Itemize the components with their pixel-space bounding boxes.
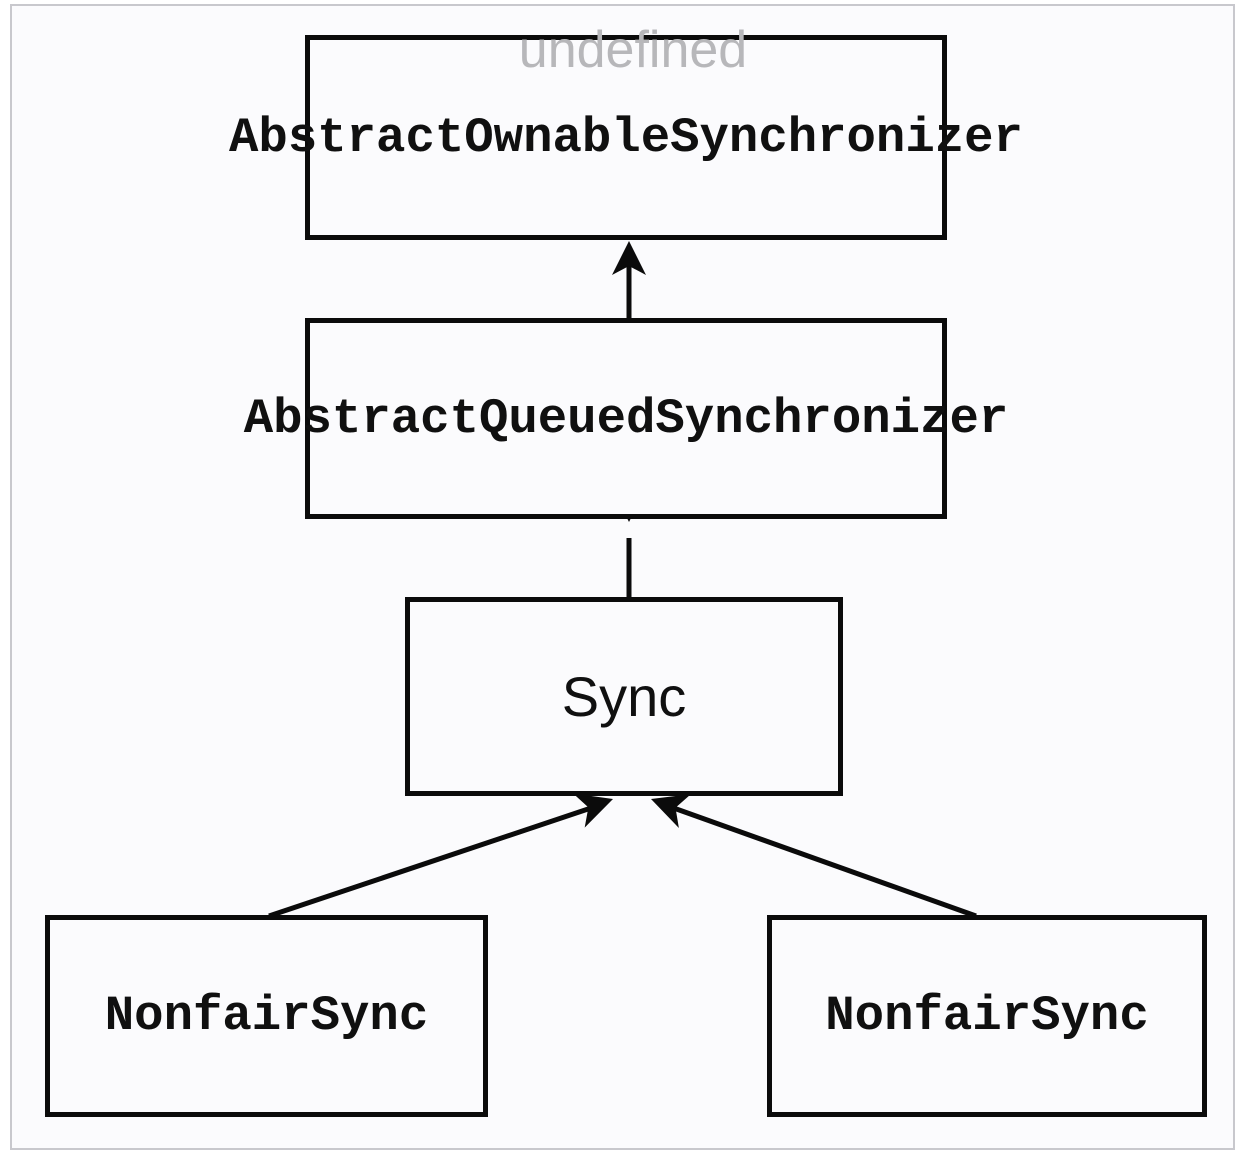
watermark-text: undefined xyxy=(518,21,748,79)
class-box-nonfair-sync-left: NonfairSync xyxy=(45,915,488,1117)
class-label: Sync xyxy=(561,665,687,728)
class-box-abstract-queued-synchronizer: AbstractQueuedSynchronizer xyxy=(244,318,1008,519)
class-label: NonfairSync xyxy=(104,988,429,1044)
edge-nonfairsync-right-to-sync xyxy=(651,794,977,919)
edge-aqs-to-aos xyxy=(612,241,646,318)
class-label: AbstractOwnableSynchronizer xyxy=(229,109,1023,166)
class-label: AbstractQueuedSynchronizer xyxy=(243,390,1009,447)
class-box-sync: Sync xyxy=(405,597,843,796)
class-box-abstract-ownable-synchronizer: AbstractOwnableSynchronizer xyxy=(229,35,1023,240)
edge-nonfairsync-left-to-sync xyxy=(268,793,613,919)
class-box-nonfair-sync-right: NonfairSync xyxy=(767,915,1207,1117)
class-label: NonfairSync xyxy=(825,988,1149,1044)
